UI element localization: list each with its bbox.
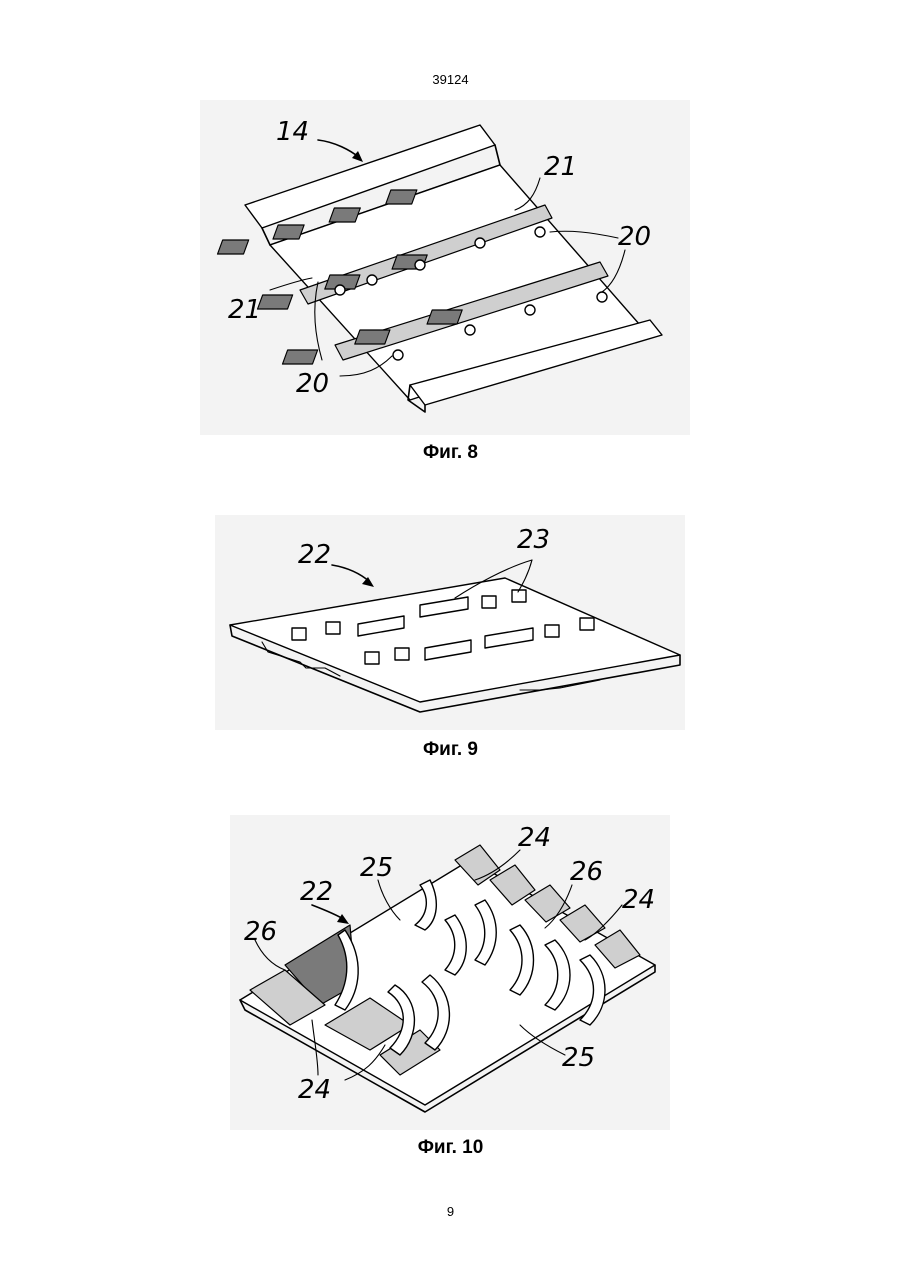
page-number: 9 xyxy=(0,1204,901,1219)
fig10-label-25-top: 25 xyxy=(360,853,393,883)
fig10-label-26-left: 26 xyxy=(244,917,277,947)
fig10-label-26-right: 26 xyxy=(570,857,603,887)
figure-10-drawing: 24 22 25 26 26 24 24 25 xyxy=(0,0,901,1135)
fig10-label-24-right: 24 xyxy=(622,885,655,915)
figure-10-caption: Фиг. 10 xyxy=(0,1137,901,1159)
fig10-label-22: 22 xyxy=(300,877,333,907)
fig10-label-25-bottom: 25 xyxy=(562,1043,595,1073)
fig10-label-24-top: 24 xyxy=(518,823,551,853)
fig10-label-24-bottom: 24 xyxy=(298,1075,331,1105)
